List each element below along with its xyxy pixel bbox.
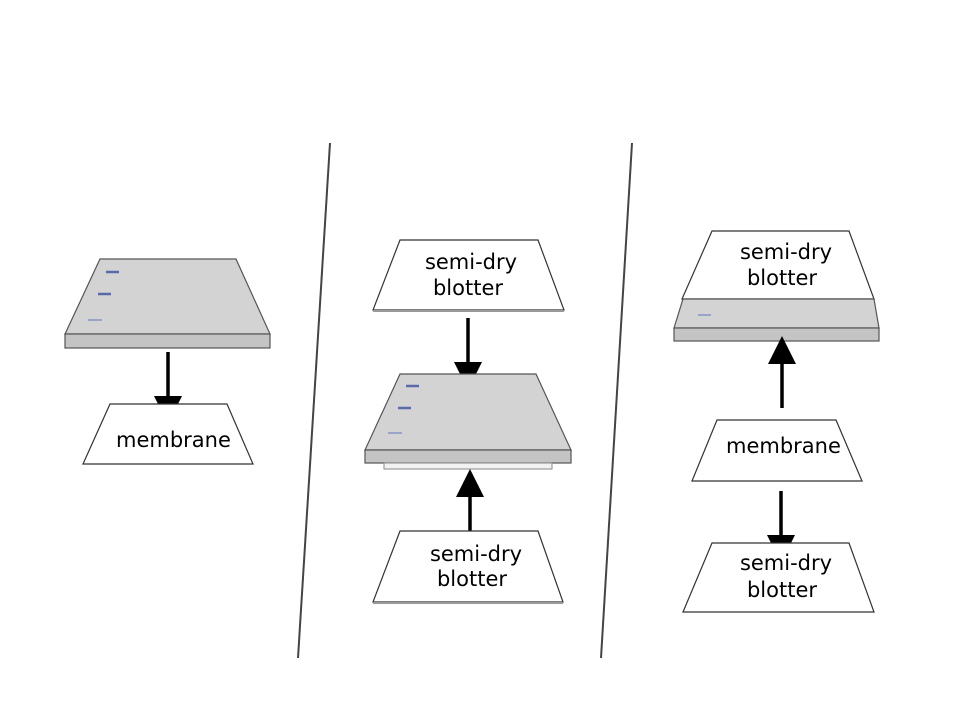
panel-divider-2 (600, 142, 633, 659)
gel-slab (364, 373, 572, 470)
blotter-top-label-line1: semi-dry (425, 250, 517, 274)
left-panel: membrane (64, 258, 271, 465)
blotter-top: semi-dry blotter (681, 230, 875, 300)
blotter-bottom: semi-dry blotter (682, 542, 875, 613)
blotter-bottom-label-line2: blotter (437, 567, 507, 591)
blotter-top-label-line1: semi-dry (740, 240, 832, 264)
blotter-bottom-label-line1: semi-dry (430, 542, 522, 566)
membrane-under-gel (383, 462, 553, 470)
blotter-bottom: semi-dry blotter (372, 530, 564, 604)
blotter-bottom-label-line1: semi-dry (740, 551, 832, 575)
membrane-sheet: membrane (82, 403, 254, 465)
blotter-top: semi-dry blotter (372, 239, 565, 312)
membrane-label: membrane (116, 428, 231, 452)
middle-panel: semi-dry blotter semi-dry blotter (364, 239, 572, 604)
membrane-label: membrane (726, 434, 841, 458)
blotter-bottom-label-line2: blotter (747, 578, 817, 602)
gel-slab (64, 258, 271, 349)
panel-divider-1 (297, 142, 331, 659)
blotter-top-label-line2: blotter (433, 276, 503, 300)
gel-slab (673, 298, 880, 342)
blotter-top-label-line2: blotter (747, 266, 817, 290)
membrane-sheet: membrane (691, 419, 863, 482)
right-panel: semi-dry blotter membrane semi-dry blott… (673, 230, 880, 613)
